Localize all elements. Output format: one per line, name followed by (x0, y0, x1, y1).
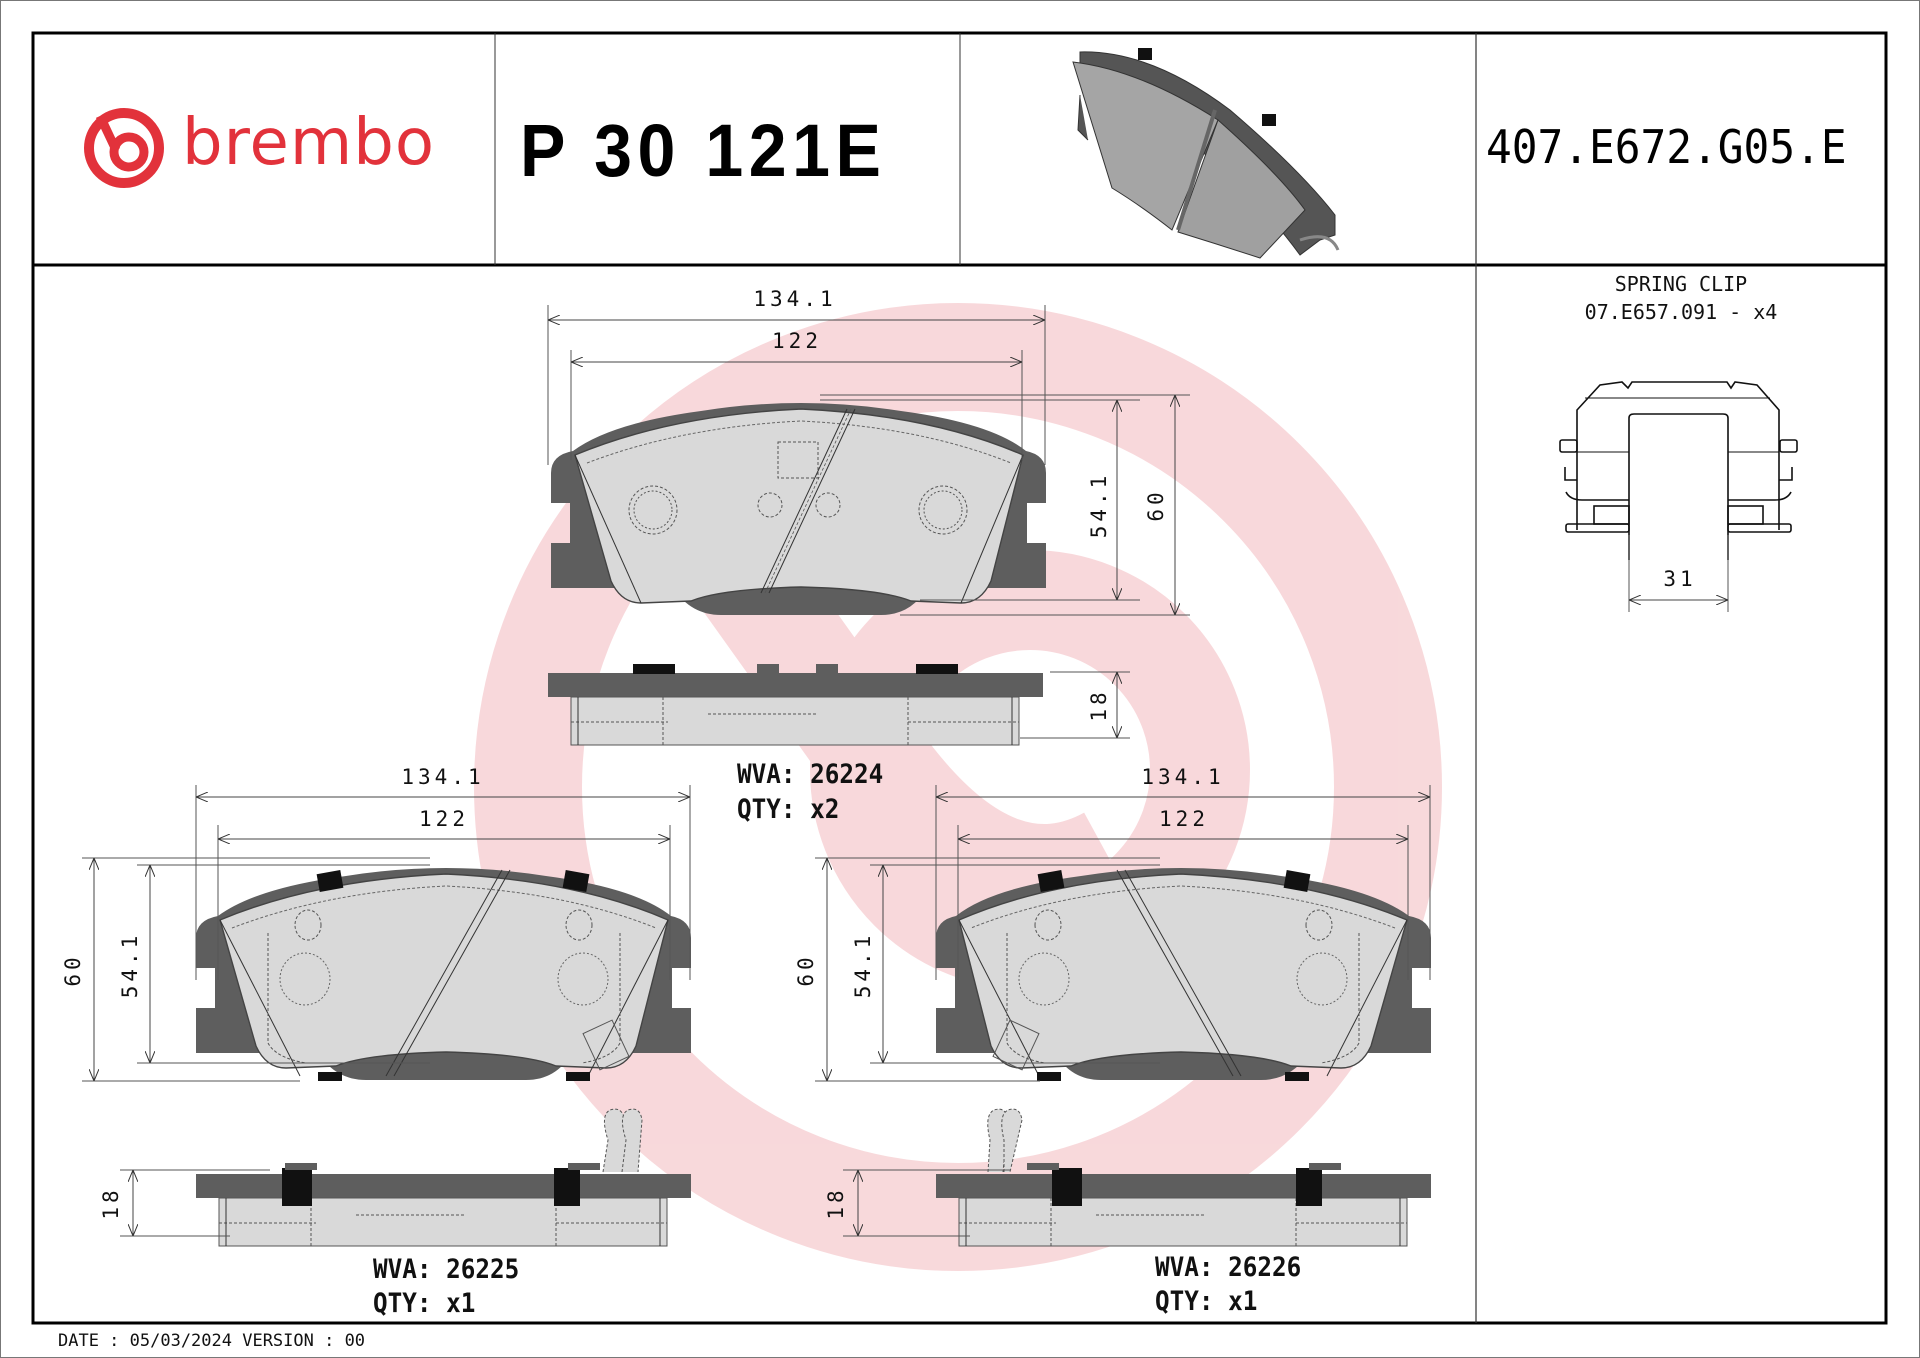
dim-friction-width: 122 (772, 329, 822, 353)
pad-view-bottom-right: 134.1 122 60 54.1 18 (794, 765, 1432, 1247)
dim-overall-width: 134.1 (401, 765, 484, 789)
dim-friction-height: 54.1 (1087, 472, 1111, 539)
pad-3d-render (1072, 48, 1340, 259)
wva-label-bottom-left: WVA: 26225 (373, 1254, 520, 1285)
brembo-logo-icon (84, 108, 164, 188)
wva-label-top: WVA: 26224 (737, 759, 884, 790)
wva-number: 26225 (446, 1254, 520, 1285)
dim-friction-width: 122 (419, 807, 469, 831)
wva-number: 26224 (810, 759, 884, 790)
dim-overall-height: 60 (61, 953, 85, 986)
brand-name: brembo (182, 106, 436, 180)
dim-friction-width: 122 (1159, 807, 1209, 831)
drawing-code: 407.E672.G05.E (1486, 120, 1847, 174)
dim-thickness: 18 (1087, 688, 1111, 721)
wva-number: 26226 (1228, 1252, 1302, 1283)
dim-overall-height: 60 (794, 953, 818, 986)
dim-friction-height: 54.1 (851, 932, 875, 999)
footer-date-version: DATE : 05/03/2024 VERSION : 00 (58, 1331, 366, 1351)
dim-overall-width: 134.1 (1141, 765, 1224, 789)
wva-label-bottom-right: WVA: 26226 (1155, 1252, 1302, 1283)
drawing-frame (31, 31, 1888, 1325)
dim-clip-width: 31 (1663, 567, 1696, 591)
qty-label-bottom-right: QTY: x1 (1155, 1286, 1258, 1317)
pad-view-bottom-left: 134.1 122 60 54.1 18 (61, 765, 692, 1247)
dim-overall-width: 134.1 (753, 287, 836, 311)
pad-view-top: 134.1 122 54.1 60 18 (547, 287, 1190, 746)
spring-clip-drawing (1559, 381, 1798, 560)
dim-friction-height: 54.1 (118, 932, 142, 999)
spring-clip-dimension: 31 (1628, 535, 1729, 612)
spring-clip-code: 07.E657.091 - x4 (1584, 300, 1778, 324)
part-number: P 30 121E (520, 109, 887, 192)
qty-value: x1 (1228, 1286, 1258, 1317)
qty-value: x2 (810, 794, 840, 825)
qty-value: x1 (446, 1288, 476, 1319)
qty-label-top: QTY: x2 (737, 794, 840, 825)
dim-thickness: 18 (824, 1186, 848, 1219)
dim-thickness: 18 (99, 1186, 123, 1219)
qty-label-bottom-left: QTY: x1 (373, 1288, 476, 1319)
spring-clip-title: SPRING CLIP (1614, 272, 1748, 296)
dim-overall-height: 60 (1144, 488, 1168, 521)
